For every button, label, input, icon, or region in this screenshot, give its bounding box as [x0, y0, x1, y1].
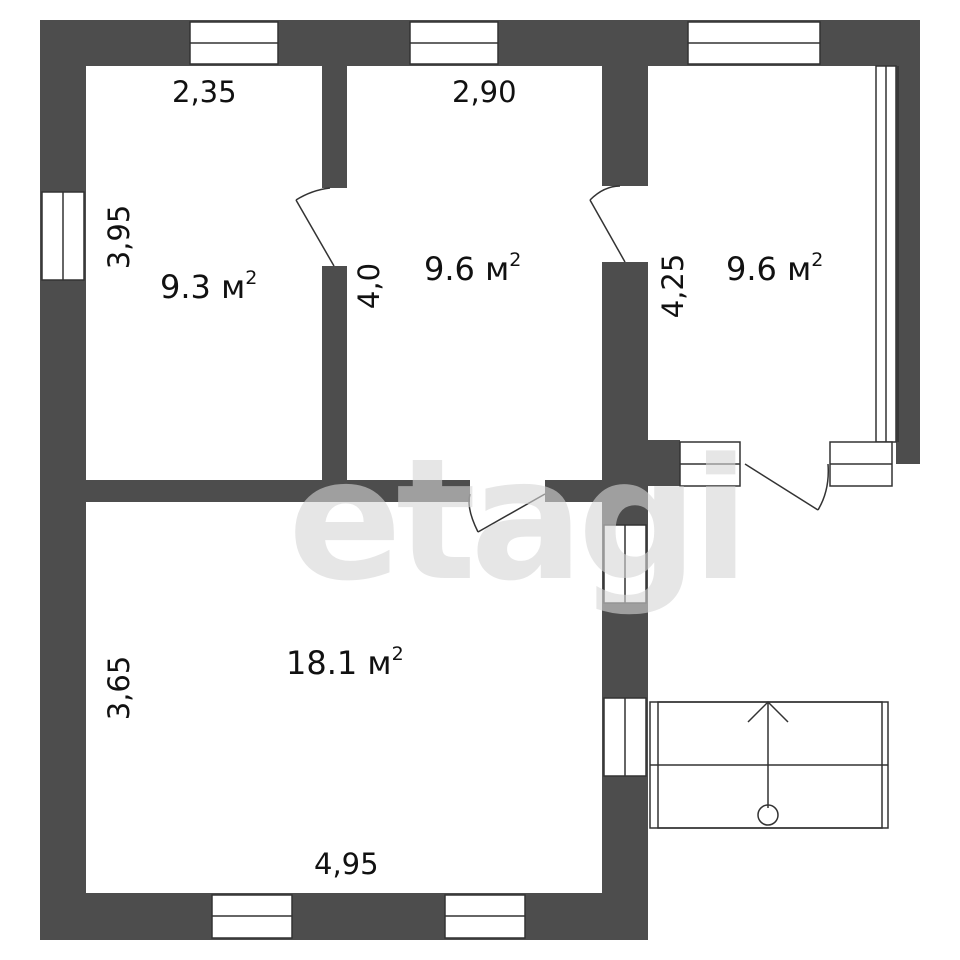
window-top-3 [687, 21, 821, 65]
door-room4 [468, 493, 546, 533]
wall-partition-1a [322, 66, 347, 188]
wall-partition-2b [602, 262, 648, 522]
wall-room3-right [896, 20, 920, 464]
door-room1 [295, 187, 335, 267]
window-left [41, 191, 85, 281]
windows [41, 21, 899, 939]
room2-length: 4,0 [352, 263, 386, 309]
room1-length: 3,95 [102, 205, 136, 270]
wall-partition-h-right [545, 480, 605, 502]
window-right-1 [603, 524, 647, 604]
wall-partition-h-left [86, 480, 470, 502]
room2-area: 9.6 м2 [424, 249, 521, 288]
wall-bottom [40, 893, 648, 940]
room1-width: 2,35 [172, 75, 237, 109]
door-room3 [589, 185, 626, 263]
wall-partition-1b [322, 266, 347, 502]
window-bottom-1 [211, 894, 293, 939]
window-top-2 [409, 21, 499, 65]
watermark: etagi [288, 422, 743, 618]
room4-length: 3,65 [102, 656, 136, 721]
stairs-icon [649, 700, 889, 829]
window-right-2 [603, 697, 647, 777]
wall-left [40, 20, 86, 940]
room3-area: 9.6 м2 [726, 249, 823, 288]
window-bottom-2 [444, 894, 526, 939]
window-room3-bottom-2 [829, 441, 893, 487]
wall-partition-2a [602, 66, 648, 186]
room4-width: 4,95 [314, 847, 379, 881]
window-room3-bottom-1 [679, 441, 741, 487]
doors [295, 185, 830, 533]
window-room3-right [875, 65, 899, 443]
door-room3-exit [744, 463, 830, 511]
room4-area: 18.1 м2 [286, 643, 404, 682]
room3-length: 4,25 [656, 254, 690, 319]
room2-width: 2,90 [452, 75, 517, 109]
room1-area: 9.3 м2 [160, 267, 257, 306]
window-top-1 [189, 21, 279, 65]
wall-room3-bottom-left [648, 440, 680, 486]
